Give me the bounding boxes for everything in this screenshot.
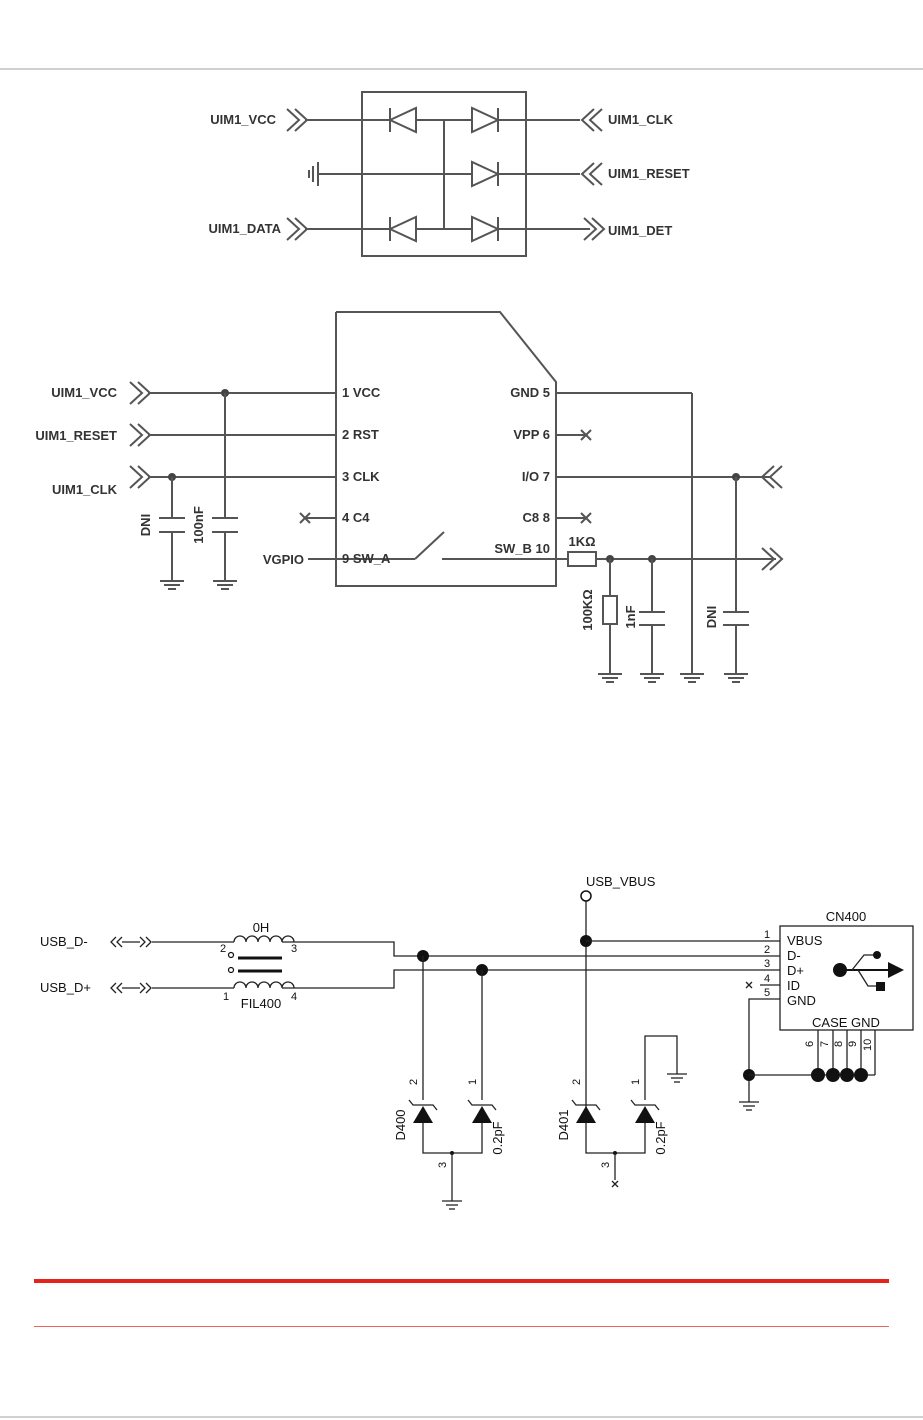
top-rule	[0, 68, 923, 70]
filter-pin-3: 3	[291, 943, 297, 955]
sim-card-holder: UIM1_VCC UIM1_RESET UIM1_CLK VGPIO 1 VCC…	[35, 311, 783, 683]
footer-rule	[34, 1326, 889, 1327]
filter-pin-4: 4	[291, 991, 297, 1003]
esd-net-uim1-vcc: UIM1_VCC	[210, 112, 276, 127]
usb-net-dm: USB_D-	[40, 934, 88, 949]
filter-ref: FIL400	[241, 996, 281, 1011]
esd-net-uim1-data: UIM1_DATA	[209, 221, 282, 236]
sim-pin-c4: 4 C4	[342, 510, 370, 525]
cn-pin-name-gnd: GND	[787, 993, 816, 1008]
d401-cap: 0.2pF	[653, 1121, 668, 1154]
usb-vbus-label: USB_VBUS	[586, 874, 656, 889]
case-pin-7: 7	[819, 1041, 831, 1047]
esd-diode-5	[471, 215, 501, 243]
cn-pin-3: 3	[764, 958, 770, 970]
esd-diode-3	[471, 160, 501, 188]
common-mode-filter	[227, 935, 295, 989]
d400-tvs-diode	[408, 1099, 497, 1210]
cn-pin-name-dm: D-	[787, 948, 801, 963]
cn-pin-5: 5	[764, 987, 770, 999]
cn-pin-4: 4	[764, 973, 770, 985]
esd-array: UIM1_VCC UIM1_DATA UIM1_CLK UIM1_RESET U…	[209, 91, 690, 257]
sim-net-uim1-vcc: UIM1_VCC	[51, 385, 117, 400]
d401-ref: D401	[556, 1109, 571, 1140]
cap-dni-right-label: DNI	[704, 606, 719, 628]
sim-pin-sw-a: 9 SW_A	[342, 551, 391, 566]
sim-pin-clk: 3 CLK	[342, 469, 380, 484]
cap-1nf-label: 1nF	[623, 605, 638, 628]
cn-pin-2: 2	[764, 944, 770, 956]
cn-pin-name-vbus: VBUS	[787, 933, 823, 948]
cn-pin-name-id: ID	[787, 978, 800, 993]
sim-pin-io: I/O 7	[522, 469, 550, 484]
res-1k-label: 1KΩ	[568, 534, 595, 549]
bottom-rule	[0, 1416, 923, 1418]
sim-pin-gnd: GND 5	[510, 385, 550, 400]
res-100k-label: 100KΩ	[580, 589, 595, 631]
sim-net-uim1-clk: UIM1_CLK	[52, 482, 118, 497]
case-pin-10: 10	[862, 1039, 874, 1051]
cn-case-gnd: CASE GND	[812, 1015, 880, 1030]
case-pin-6: 6	[804, 1041, 816, 1047]
d400-pin-3: 3	[437, 1162, 449, 1168]
cn-pin-1: 1	[764, 929, 770, 941]
d400-pin-1: 1	[467, 1079, 479, 1085]
usb-net-dp: USB_D+	[40, 980, 91, 995]
esd-net-uim1-det: UIM1_DET	[608, 223, 672, 238]
d400-cap: 0.2pF	[490, 1121, 505, 1154]
sim-net-uim1-reset: UIM1_RESET	[35, 428, 117, 443]
d400-pin-2: 2	[408, 1079, 420, 1085]
filter-pin-2: 2	[220, 943, 226, 955]
filter-value: 0H	[253, 920, 270, 935]
accent-rule	[34, 1279, 889, 1283]
d401-tvs-diode	[571, 1035, 688, 1188]
esd-net-uim1-clk: UIM1_CLK	[608, 112, 674, 127]
usb-circuit: USB_D- USB_D+ 0H FIL400 2 3 1 4	[40, 874, 914, 1210]
cn-pin-name-dp: D+	[787, 963, 804, 978]
usb-connector-cn400	[738, 925, 914, 1111]
esd-diode-4	[387, 215, 417, 243]
sim-pin-sw-b: SW_B 10	[494, 541, 550, 556]
cap-dni-left-label: DNI	[138, 514, 153, 536]
sim-pin-c8: C8 8	[523, 510, 550, 525]
d401-pin-1: 1	[630, 1079, 642, 1085]
esd-diode-2	[471, 106, 501, 134]
sim-net-vgpio: VGPIO	[263, 552, 304, 567]
cn400-ref: CN400	[826, 909, 866, 924]
d401-pin-3: 3	[600, 1162, 612, 1168]
case-pin-9: 9	[847, 1041, 859, 1047]
cap-100nf-label: 100nF	[191, 506, 206, 544]
sim-pin-vpp: VPP 6	[513, 427, 550, 442]
esd-diode-1	[387, 106, 417, 134]
usb-trident-icon	[833, 951, 904, 991]
filter-pin-1: 1	[223, 991, 229, 1003]
d400-ref: D400	[393, 1109, 408, 1140]
sim-pin-vcc: 1 VCC	[342, 385, 381, 400]
d401-pin-2: 2	[571, 1079, 583, 1085]
case-pin-8: 8	[833, 1041, 845, 1047]
sim-pin-rst: 2 RST	[342, 427, 379, 442]
esd-net-uim1-reset: UIM1_RESET	[608, 166, 690, 181]
